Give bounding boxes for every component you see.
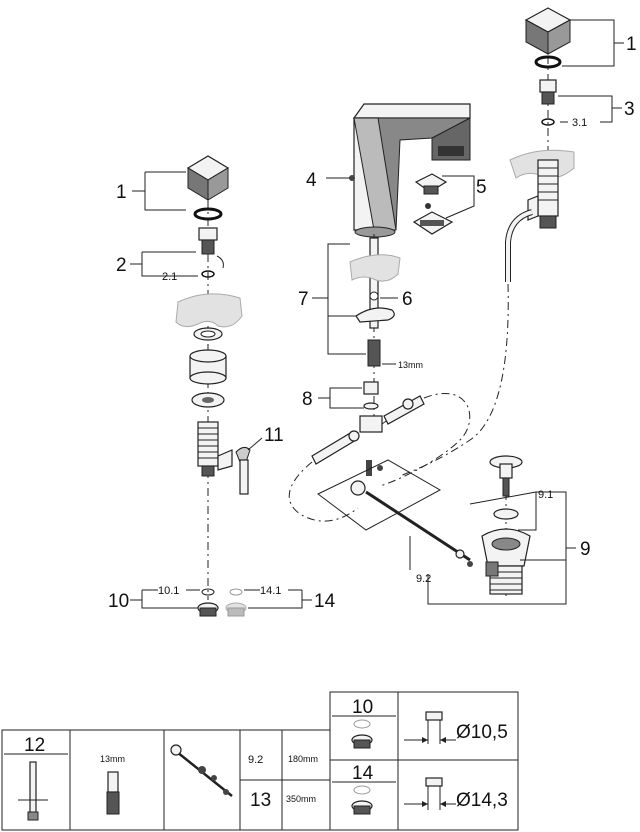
parts-table: 12 13mm 9.2 180mm 13 350mm 10	[1, 691, 519, 831]
table-cell-13mm: 13mm	[100, 754, 125, 764]
callout-9-1: 9.1	[538, 489, 553, 501]
callout-6: 6	[402, 289, 413, 310]
left-cartridge	[198, 227, 224, 269]
left-cube-handle	[186, 155, 230, 201]
connector-10-drawing	[351, 719, 373, 749]
dimension-10-drawing	[404, 711, 456, 744]
callout-10: 10	[108, 591, 129, 612]
right-o-ring	[534, 55, 562, 69]
callout-3: 3	[624, 99, 635, 120]
dimension-14-drawing	[404, 777, 456, 810]
faucet-body-assembly: 4 5 13mm 7 6	[288, 103, 487, 522]
callout-2-1: 2.1	[162, 271, 177, 283]
left-deck-section	[175, 293, 243, 328]
right-threaded-valve-body	[527, 159, 559, 229]
bottom-connectors: 10 10.1 14 14.1	[108, 585, 336, 617]
right-cube-handle	[524, 7, 572, 55]
callout-9: 9	[580, 539, 591, 560]
callout-13mm: 13mm	[398, 360, 423, 370]
table-cell-13: 13	[250, 790, 271, 811]
popup-drain-assembly: 9 9.1 9.2	[317, 455, 591, 605]
aerator-parts	[412, 173, 454, 235]
callout-7: 7	[298, 289, 309, 310]
tee-hoses	[311, 395, 425, 465]
table-cell-10: 10	[352, 697, 373, 718]
callout-9-2: 9.2	[416, 573, 431, 585]
callout-14: 14	[314, 591, 336, 612]
table-cell-14: 14	[352, 763, 374, 784]
connector-14-drawing	[351, 785, 373, 815]
left-o-ring	[193, 207, 223, 221]
callout-3-1: 3.1	[572, 117, 587, 129]
table-cell-12: 12	[24, 735, 45, 756]
callout-1-left: 1	[116, 182, 127, 203]
tool-13mm-drawing	[106, 771, 120, 815]
rod-9-2-drawing	[170, 744, 233, 797]
left-sleeve	[189, 349, 227, 385]
callout-4: 4	[306, 170, 317, 191]
tee-connector	[359, 381, 397, 433]
left-hose-elbow	[235, 446, 251, 495]
table-cell-350mm: 350mm	[286, 794, 316, 804]
callout-11: 11	[264, 425, 284, 446]
right-cartridge	[539, 79, 557, 105]
callout-10-1: 10.1	[158, 585, 179, 597]
table-cell-d14-3: Ø14,3	[456, 790, 508, 811]
callout-5: 5	[476, 177, 487, 198]
left-callouts: 1 2 2.1 11	[116, 171, 284, 446]
table-cell-d10-5: Ø10,5	[456, 722, 508, 743]
drain-lift-rod	[350, 460, 473, 567]
drain-stopper	[489, 455, 523, 497]
faucet-spout	[352, 103, 471, 238]
center-deck-section	[349, 254, 401, 282]
drain-body	[481, 528, 531, 595]
callout-8: 8	[302, 389, 313, 410]
left-small-ring	[201, 270, 215, 278]
right-handle-assembly	[399, 7, 575, 477]
callout-2: 2	[116, 255, 127, 276]
callout-1-right: 1	[626, 34, 637, 55]
left-handle-assembly	[175, 155, 263, 600]
table-cell-9-2: 9.2	[248, 754, 263, 766]
tool-12-drawing	[18, 761, 48, 821]
right-callouts: 1 3 3.1	[558, 19, 637, 129]
table-cell-180mm: 180mm	[288, 754, 318, 764]
left-threaded-valve-body	[197, 421, 233, 477]
callout-14-1: 14.1	[260, 585, 281, 597]
